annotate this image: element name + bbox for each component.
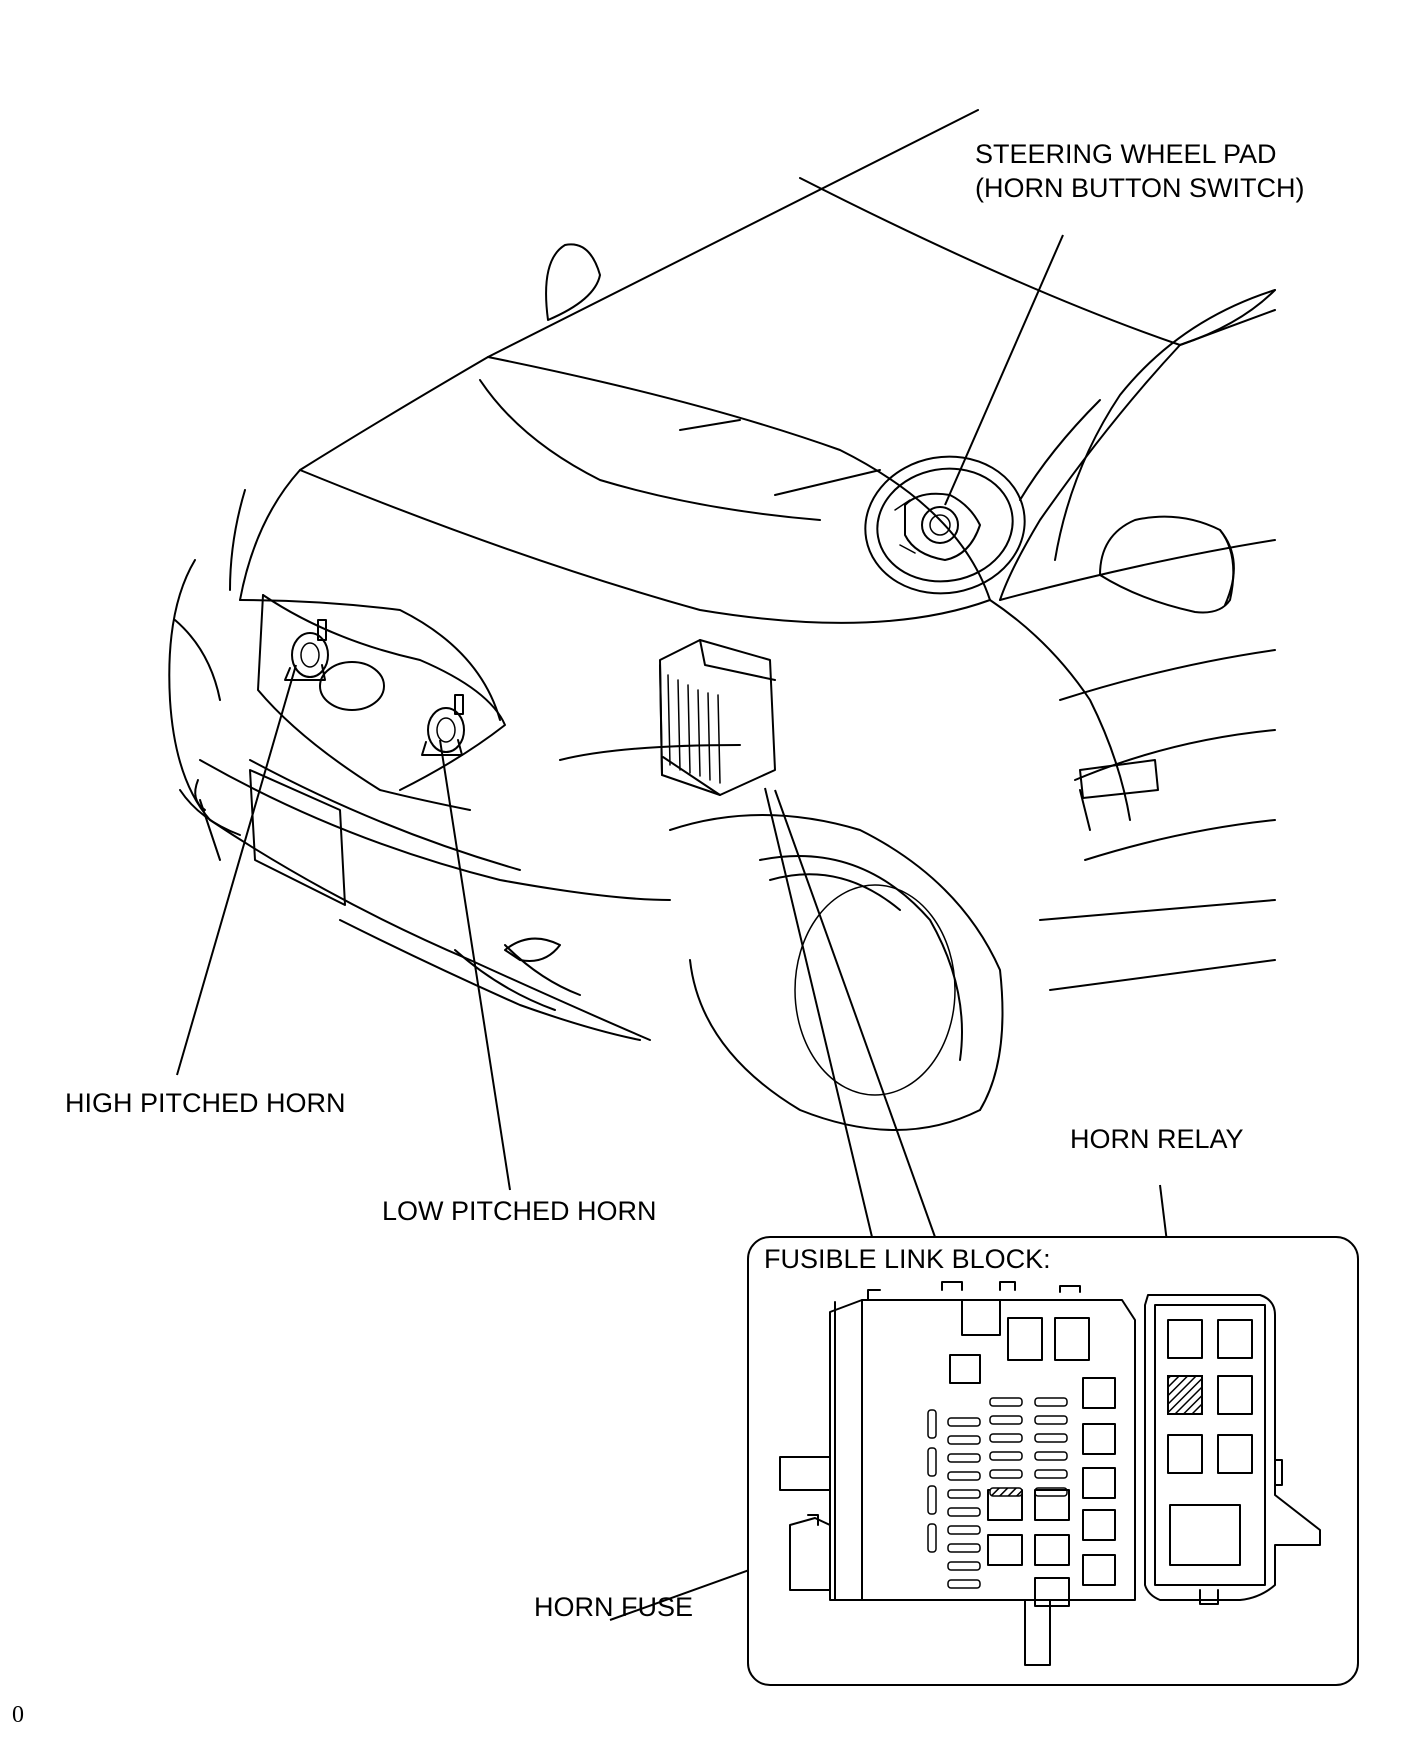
- blade-fuse-grid: [947, 1397, 1068, 1589]
- steering-leader: [944, 234, 1064, 506]
- steering-label-line1: STEERING WHEEL PAD: [975, 139, 1277, 169]
- vehicle-outline: [168, 109, 1276, 1131]
- low-horn-leader: [439, 739, 511, 1191]
- page-marker: 0: [12, 1702, 24, 1728]
- fusible-link-detail: [747, 1236, 1359, 1686]
- callout-wedge-left: [764, 787, 873, 1238]
- fusible-link-block-in-vehicle: [559, 639, 776, 796]
- callout-wedge-right: [774, 789, 936, 1238]
- steering-wheel: [864, 455, 1026, 595]
- horn-fuse-highlight: [989, 1487, 1023, 1497]
- low-horn-label: LOW PITCHED HORN: [382, 1196, 657, 1226]
- horn-fuse-label: HORN FUSE: [534, 1592, 693, 1622]
- horn-relay-highlight: [1167, 1375, 1203, 1415]
- low-pitched-horn: [421, 694, 465, 756]
- high-horn-leader: [176, 664, 297, 1076]
- leader-lines: [176, 234, 1191, 1621]
- detail-frame: [747, 1236, 1359, 1686]
- high-horn-label: HIGH PITCHED HORN: [65, 1088, 346, 1118]
- steering-label-line2: (HORN BUTTON SWITCH): [975, 173, 1304, 203]
- horn-relay-label: HORN RELAY: [1070, 1124, 1244, 1154]
- fusible-block-label: FUSIBLE LINK BLOCK:: [764, 1244, 1051, 1274]
- high-pitched-horn: [284, 619, 329, 681]
